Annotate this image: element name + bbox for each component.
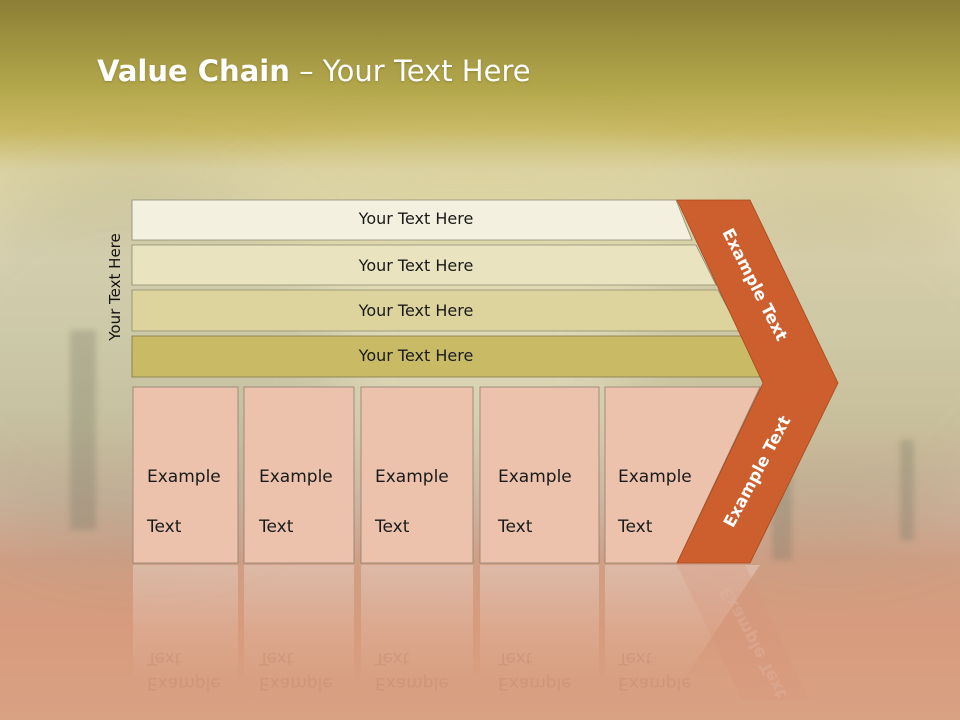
activity-reflection — [244, 565, 354, 685]
primary-activity-label: Example Text — [618, 440, 692, 565]
tree-trunk-image — [900, 440, 914, 540]
primary-activity-line: Text — [147, 517, 182, 537]
primary-activity-line: Example — [498, 467, 572, 487]
primary-activity-box-1 — [132, 386, 239, 564]
reflection-text: Example — [259, 673, 333, 693]
support-row-label: Your Text Here — [358, 301, 474, 320]
primary-activity-line: Example — [259, 467, 333, 487]
primary-activity-label: Example Text — [375, 440, 449, 565]
title-rest: – Your Text Here — [289, 54, 531, 88]
support-row-label: Your Text Here — [358, 209, 474, 228]
reflection-text: Example — [375, 673, 449, 693]
slide-title: Value Chain – Your Text Here — [97, 54, 531, 88]
primary-activity-line: Text — [375, 517, 410, 537]
reflection-text: Example — [618, 673, 692, 693]
reflection-text: Text — [497, 648, 533, 668]
reflection-text: Example — [498, 673, 572, 693]
primary-activity-line: Text — [259, 517, 294, 537]
primary-activity-line: Text — [498, 517, 533, 537]
primary-activity-box-3 — [360, 386, 474, 564]
reflection-text: Example — [147, 673, 221, 693]
reflection-text: Text — [617, 648, 653, 668]
primary-activity-label: Example Text — [259, 440, 333, 565]
title-bold: Value Chain — [97, 54, 290, 88]
primary-activity-label: Example Text — [498, 440, 572, 565]
primary-activity-line: Text — [618, 517, 653, 537]
reflection: Example Text Example Text Example Text E… — [133, 565, 810, 702]
activity-reflection — [480, 565, 599, 685]
support-row-label: Your Text Here — [358, 256, 474, 275]
primary-activity-line: Example — [375, 467, 449, 487]
reflection-text: Text — [146, 648, 182, 668]
primary-activity-line: Example — [147, 467, 221, 487]
activity-reflection — [605, 565, 760, 685]
support-activities-label: Your Text Here — [106, 233, 124, 341]
activity-reflection — [133, 565, 238, 685]
tree-trunk-image — [70, 330, 96, 530]
primary-activity-label: Example Text — [147, 440, 221, 565]
support-row-1-band — [131, 199, 693, 241]
primary-activity-line: Example — [618, 467, 692, 487]
primary-activity-box-4 — [479, 386, 600, 564]
support-row-2-band — [131, 244, 717, 286]
reflection-text: Text — [258, 648, 294, 668]
primary-activity-box-2 — [243, 386, 355, 564]
reflection-text: Text — [374, 648, 410, 668]
margin-arrow — [676, 199, 839, 564]
activity-reflection — [361, 565, 473, 685]
margin-arrow-reflection — [677, 565, 810, 700]
support-row-label: Your Text Here — [358, 346, 474, 365]
